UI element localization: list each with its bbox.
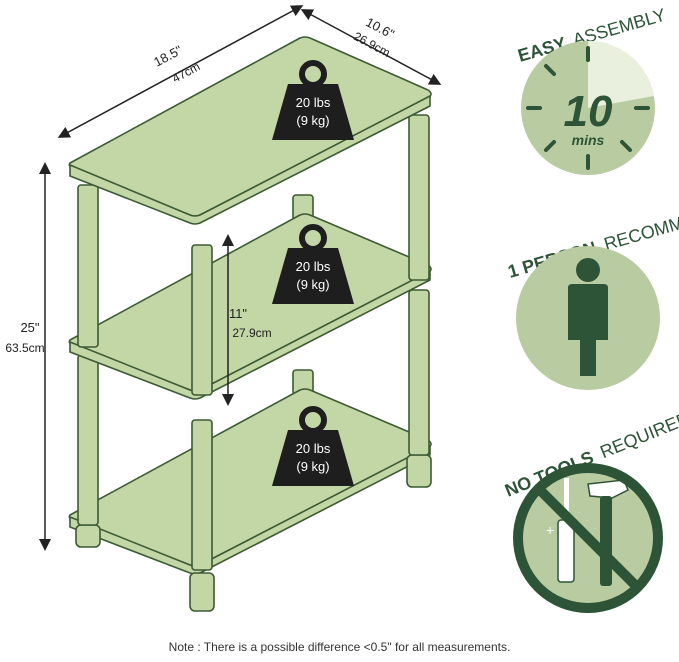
no-tools-badge: NO TOOLS REQUIRED +	[502, 408, 679, 613]
width-cm-label: 47cm	[170, 59, 202, 85]
person-icon	[568, 258, 608, 376]
kettlebell-weight-icon	[272, 224, 354, 304]
person-rest-text: RECOMM.	[602, 211, 679, 254]
shelf-gap-cm-label: 27.9cm	[232, 326, 271, 340]
no-tools-icon: +	[513, 463, 663, 613]
shelf-gap-in-label: 11"	[229, 306, 247, 321]
kettlebell-weight-icon	[272, 406, 354, 486]
weight-lbs: 20 lbs	[296, 259, 331, 274]
measurement-note: Note : There is a possible difference <0…	[168, 640, 511, 654]
weight-kg: (9 kg)	[296, 459, 329, 474]
weight-lbs: 20 lbs	[296, 95, 331, 110]
width-in-label: 18.5"	[151, 42, 185, 69]
shelf-unit	[68, 36, 432, 612]
weight-bottom: 20 lbs (9 kg)	[272, 406, 354, 486]
easy-assembly-badge: EASY ASSEMBLY 10 mins	[516, 5, 668, 175]
weight-top: 20 lbs (9 kg)	[272, 60, 354, 140]
weight-lbs: 20 lbs	[296, 441, 331, 456]
height-cm-label: 63.5cm	[5, 341, 44, 355]
weight-kg: (9 kg)	[296, 113, 329, 128]
height-in-label: 25"	[20, 320, 39, 335]
dimension-lines	[39, 5, 442, 551]
svg-text:+: +	[546, 522, 554, 538]
kettlebell-weight-icon	[272, 60, 354, 140]
tools-rest-text: REQUIRED	[597, 408, 679, 462]
assembly-minutes-number: 10	[564, 87, 613, 136]
weight-kg: (9 kg)	[296, 277, 329, 292]
assembly-minutes-unit: mins	[572, 132, 605, 148]
clock-icon	[521, 40, 655, 175]
weight-middle: 20 lbs (9 kg)	[272, 224, 354, 304]
one-person-badge: 1 PERSON RECOMM.	[506, 211, 679, 390]
